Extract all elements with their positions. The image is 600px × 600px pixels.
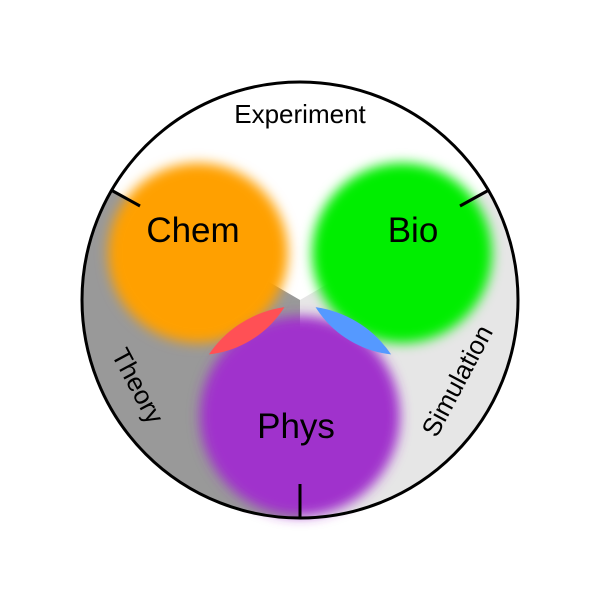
bio-label: Bio <box>388 211 439 250</box>
divider-theory-experiment <box>110 188 141 208</box>
phys-label: Phys <box>257 407 335 446</box>
chem-circle <box>108 163 288 343</box>
bio-circle <box>312 163 492 343</box>
phys-circle <box>200 316 400 516</box>
experiment-label: Experiment <box>234 99 366 129</box>
divider-experiment-simulation <box>459 188 490 208</box>
chem-label: Chem <box>146 211 239 250</box>
experiment-sector <box>111 80 489 300</box>
